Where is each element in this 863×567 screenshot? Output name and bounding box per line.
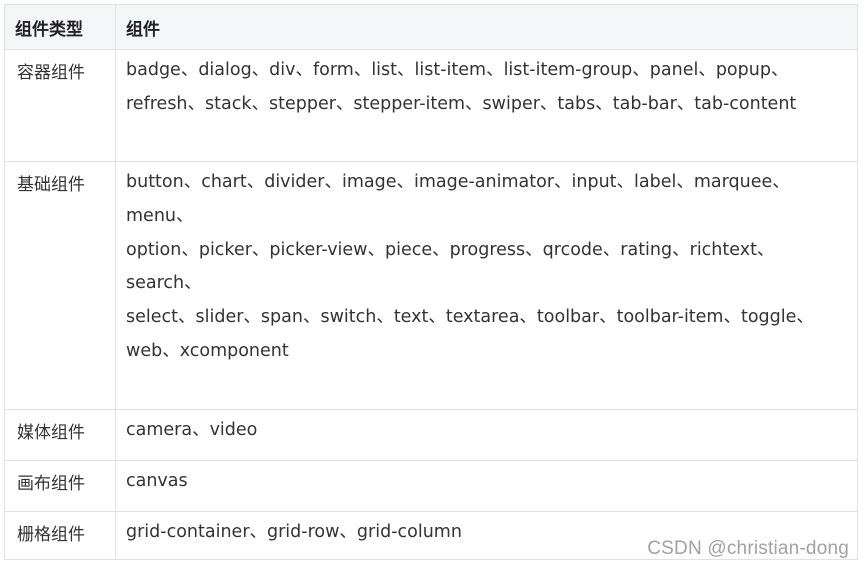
component-list-line: canvas (126, 471, 188, 491)
table-row: 容器组件 badge、dialog、div、form、list、list-ite… (4, 49, 858, 162)
components-table: 组件类型 组件 容器组件 badge、dialog、div、form、list、… (4, 4, 858, 560)
table-row: 基础组件 button、chart、divider、image、image-an… (4, 161, 858, 410)
table-row: 栅格组件 grid-container、grid-row、grid-column (4, 511, 858, 560)
table-header-row: 组件类型 组件 (4, 4, 858, 50)
table-row: 画布组件 canvas (4, 460, 858, 512)
component-list-media: camera、video (115, 409, 858, 461)
component-list-line: web、xcomponent (126, 340, 289, 361)
component-list-line: grid-container、grid-row、grid-column (126, 522, 462, 542)
component-type-basic: 基础组件 (4, 161, 116, 410)
header-type: 组件类型 (4, 4, 116, 50)
component-list-line: camera、video (126, 420, 258, 440)
component-list-line: select、slider、span、switch、text、textarea、… (126, 307, 814, 327)
component-list-line: badge、dialog、div、form、list、list-item、lis… (126, 60, 797, 114)
component-list-grid: grid-container、grid-row、grid-column (115, 511, 858, 560)
table-row: 媒体组件 camera、video (4, 409, 858, 461)
header-component: 组件 (115, 4, 858, 50)
component-list-basic: button、chart、divider、image、image-animato… (115, 161, 858, 410)
component-type-grid: 栅格组件 (4, 511, 116, 560)
component-list-canvas: canvas (115, 460, 858, 512)
component-type-media: 媒体组件 (4, 409, 116, 461)
component-list-line: option、picker、picker-view、piece、progress… (126, 239, 775, 294)
component-type-container: 容器组件 (4, 49, 116, 162)
component-list-line: button、chart、divider、image、image-animato… (126, 172, 790, 226)
watermark: CSDN @christian-dong (647, 538, 849, 559)
component-list-container: badge、dialog、div、form、list、list-item、lis… (115, 49, 858, 162)
component-type-canvas: 画布组件 (4, 460, 116, 512)
